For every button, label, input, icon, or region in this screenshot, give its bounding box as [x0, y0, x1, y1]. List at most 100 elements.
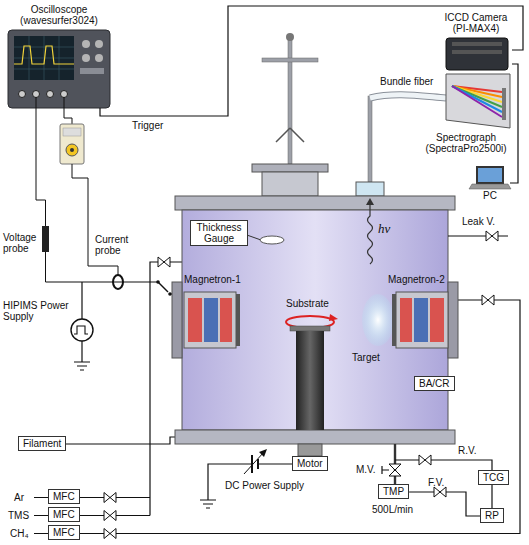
mfc-box: MFC	[48, 525, 80, 540]
voltage-probe-tip	[45, 252, 46, 282]
bundle-fiber	[370, 95, 446, 98]
pc-laptop: PC	[470, 166, 510, 202]
rotary-feedthrough	[298, 444, 322, 456]
camera-fins	[452, 42, 502, 46]
manipulator-bar	[262, 58, 318, 62]
part-label: Spectrograph (SpectraPro2500i)	[420, 132, 512, 154]
plasma-glow	[362, 294, 394, 346]
iccd-camera-body	[446, 38, 508, 70]
pump-box: RP	[480, 508, 504, 523]
valve-label: Leak V.	[462, 216, 495, 227]
substrate-pedestal	[296, 331, 324, 430]
filament-lead	[50, 437, 176, 444]
mfc-box: MFC	[48, 507, 80, 522]
scope-channel	[33, 91, 40, 98]
node-text: Thickness Gauge	[195, 222, 243, 244]
valve-symbol	[482, 295, 494, 305]
bundle-fiber-outline	[370, 95, 446, 98]
magnetron-body	[396, 292, 448, 348]
probe-amplifier	[60, 124, 84, 164]
part-label: Current probe	[95, 234, 139, 256]
laptop-display	[478, 168, 502, 182]
substrate-holder	[290, 326, 330, 331]
laptop-base	[469, 184, 511, 189]
ground-symbol	[200, 500, 216, 508]
current-probe-wire	[72, 164, 118, 276]
switch-contact	[156, 280, 160, 284]
node-text: RP	[485, 510, 499, 521]
grating	[502, 88, 506, 120]
gas-label: Ar	[14, 492, 24, 503]
target-plate	[392, 294, 396, 346]
connector-line	[491, 485, 492, 508]
scope-knob	[82, 54, 90, 62]
iccd-camera: ICCD Camera (PI-MAX4)	[440, 12, 512, 74]
node-text: TCG	[483, 472, 504, 483]
node-text: PC	[470, 190, 510, 201]
gas-label: TMS	[8, 510, 29, 521]
probe-amplifier-dial	[70, 148, 74, 152]
scope-channel	[61, 91, 68, 98]
magnetron-flange	[172, 282, 182, 358]
valve-symbol	[104, 511, 116, 521]
supply-wire	[46, 281, 159, 282]
ground-wire	[81, 341, 82, 362]
gas-label: CH₄	[10, 528, 29, 539]
current-probe-clamp	[113, 275, 123, 289]
valve-symbol	[104, 529, 116, 539]
part-label: Magnetron-1	[184, 274, 241, 285]
scope-knob	[82, 40, 90, 48]
part-label: DC Power Supply	[225, 480, 304, 491]
probe-amplifier-wire	[64, 97, 72, 124]
screen-grid	[14, 36, 74, 80]
gauge-box: BA/CR	[414, 376, 455, 391]
leak-line	[448, 235, 508, 236]
screen-trace	[14, 46, 74, 64]
filament-box: Filament	[18, 436, 66, 451]
spectrograph-body	[446, 74, 510, 128]
pulse-supply-symbol	[71, 319, 93, 341]
node-text: TMP	[383, 486, 404, 497]
magnet	[188, 298, 202, 342]
bottom-flange	[175, 430, 455, 444]
node-text: Motor	[297, 458, 323, 469]
dispersed-light	[452, 86, 502, 117]
variable-arrowhead	[259, 449, 267, 457]
part-label: Bundle fiber	[380, 76, 433, 87]
connector-line	[100, 6, 523, 116]
scope-button	[80, 68, 104, 74]
ground-symbol	[74, 362, 90, 370]
motor-box: Motor	[292, 456, 328, 471]
magnet	[400, 298, 412, 342]
chamber-body	[182, 210, 448, 430]
oscilloscope-screen	[14, 36, 74, 80]
edge-label: Trigger	[132, 120, 163, 131]
magnet	[414, 298, 428, 342]
top-flange	[175, 196, 455, 210]
light-emission	[368, 204, 373, 264]
magnetron-body	[184, 292, 236, 348]
valve-symbol	[389, 464, 401, 476]
pump-box: TMP	[378, 484, 409, 499]
valve-label: M.V.	[356, 464, 376, 475]
oscilloscope: Oscilloscope (wavesurfer3024)	[8, 4, 110, 108]
valve-symbol	[419, 455, 431, 465]
node-text: MFC	[53, 491, 75, 502]
bias-wire	[248, 463, 294, 464]
part-label: HIPIMS Power Supply	[3, 300, 69, 322]
magnet	[204, 298, 218, 342]
arrowhead	[366, 198, 374, 205]
part-label: Target	[352, 352, 380, 363]
node-text: BA/CR	[419, 378, 450, 389]
symbol-label: hν	[378, 222, 390, 236]
fiber-holder	[368, 96, 372, 182]
connector-line	[510, 64, 518, 183]
probe-amplifier-dial	[66, 144, 78, 156]
mfc-box: MFC	[48, 489, 80, 504]
node-text: Filament	[23, 438, 61, 449]
target-plate	[236, 294, 240, 346]
switch-blade	[158, 282, 168, 292]
variable-arrow	[244, 452, 264, 474]
oscilloscope-body	[8, 30, 110, 108]
scope-channel	[19, 91, 26, 98]
